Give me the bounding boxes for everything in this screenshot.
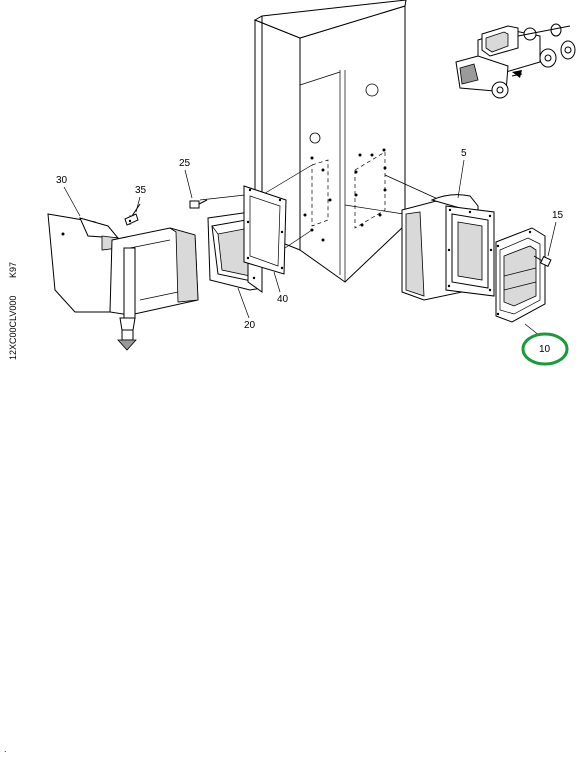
part-40-gasket [243, 185, 287, 275]
callout-30: 30 [56, 175, 68, 186]
corner-mark: . [4, 744, 7, 754]
part-5-duct [401, 194, 495, 301]
part-15-bolt [533, 255, 552, 267]
truck-locator-icon [455, 23, 576, 99]
highlight-ring [521, 332, 569, 366]
callout-15: 15 [552, 210, 564, 221]
document-id: 12XC00CLV000 [8, 296, 18, 360]
callout-5: 5 [461, 148, 467, 159]
side-label: 12XC00CLV000 K97 [8, 262, 18, 360]
frame-hole [365, 83, 379, 97]
frame-hole [309, 132, 321, 144]
part-35-bolt [124, 203, 141, 226]
callout-35: 35 [135, 185, 147, 196]
callout-20: 20 [244, 320, 256, 331]
callout-25: 25 [179, 158, 191, 169]
part-30-elbow [47, 213, 199, 351]
part-25-bolt [189, 199, 208, 209]
model-code: K97 [8, 262, 18, 278]
callouts: 30 35 25 40 20 5 15 10 [56, 148, 564, 355]
callout-40: 40 [277, 294, 289, 305]
part-10-seal [495, 227, 546, 323]
callout-10: 10 [539, 344, 551, 355]
